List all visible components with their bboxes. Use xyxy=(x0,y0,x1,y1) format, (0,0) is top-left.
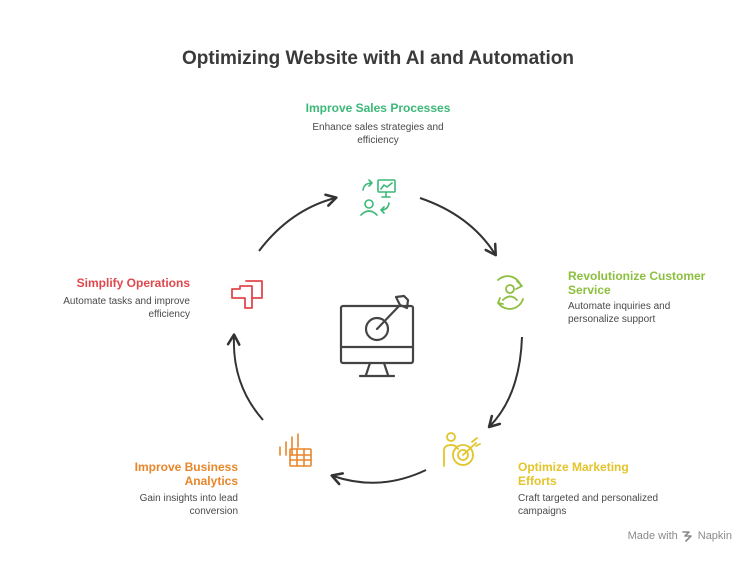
node-title-sales: Improve Sales Processes xyxy=(305,101,451,115)
footer-brand: Napkin xyxy=(697,530,732,542)
napkin-logo-icon xyxy=(681,530,692,542)
customer-service-icon xyxy=(497,275,524,310)
marketing-target-icon xyxy=(443,432,481,467)
node-title-analytics: Improve Business Analytics xyxy=(134,460,238,488)
arrow-operations-to-sales xyxy=(258,193,338,252)
footer-text: Made with xyxy=(627,530,678,542)
analytics-chart-icon xyxy=(279,433,312,467)
node-title-marketing: Optimize Marketing Efforts xyxy=(518,460,629,488)
arrow-analytics-to-operations xyxy=(226,333,264,421)
node-desc-service: Automate inquiries and personalize suppo… xyxy=(568,301,671,325)
node-desc-operations: Automate tasks and improve efficiency xyxy=(63,296,190,320)
arrow-sales-to-service xyxy=(419,197,498,257)
arrow-service-to-marketing xyxy=(487,336,523,429)
node-title-service: Revolutionize Customer Service xyxy=(568,269,706,297)
node-title-operations: Simplify Operations xyxy=(76,276,190,290)
node-desc-marketing: Craft targeted and personalized campaign… xyxy=(518,493,659,517)
node-desc-analytics: Gain insights into lead conversion xyxy=(139,493,238,517)
monitor-target-icon xyxy=(339,294,415,378)
footer-credit: Made with Napkin xyxy=(628,530,732,542)
arrow-marketing-to-analytics xyxy=(330,469,427,486)
operations-flow-icon xyxy=(231,280,263,309)
page-title: Optimizing Website with AI and Automatio… xyxy=(182,48,574,69)
node-desc-sales: Enhance sales strategies and efficiency xyxy=(312,122,444,146)
sales-process-icon xyxy=(360,179,396,216)
